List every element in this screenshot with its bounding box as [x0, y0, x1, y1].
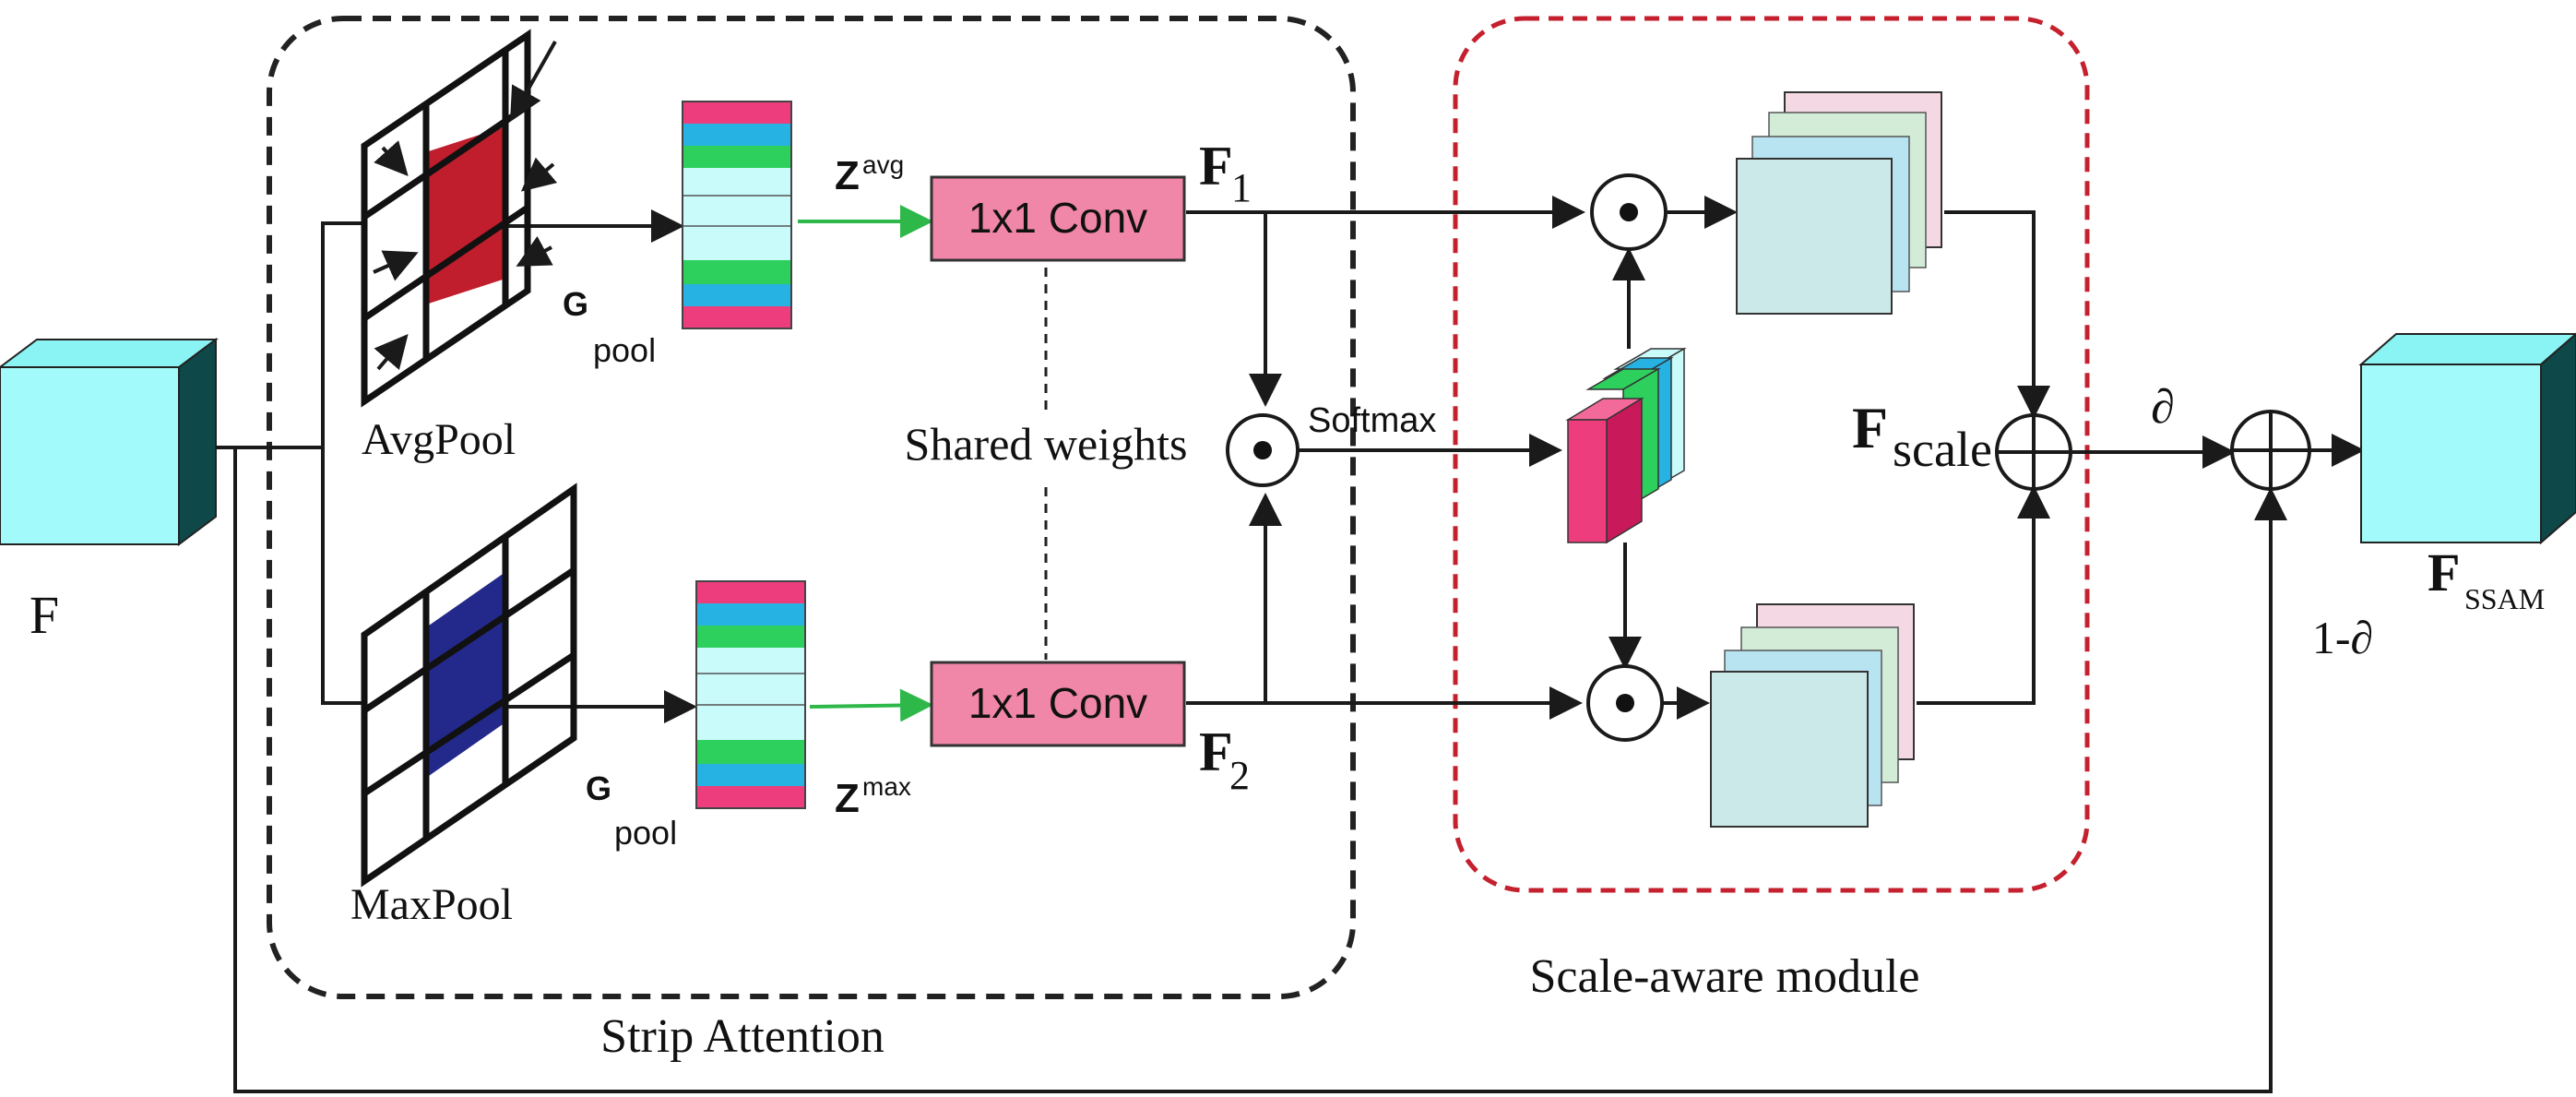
hadamard-product-icon — [1226, 413, 1300, 487]
elementwise-sum-icon — [2230, 410, 2311, 491]
partial-label: ∂ — [2151, 381, 2175, 434]
hadamard-product-icon — [1586, 664, 1664, 742]
scaled-feature-stack-bottom — [1710, 603, 1915, 828]
softmax-label: Softmax — [1308, 401, 1436, 440]
avg-pooled-strip — [682, 101, 792, 329]
scaled-feature-stack-top — [1736, 91, 1942, 315]
z-max-sup: max — [862, 772, 911, 801]
z-avg-sup: avg — [862, 150, 904, 179]
shared-weights-label: Shared weights — [905, 418, 1188, 470]
f1-label: F — [1199, 136, 1233, 197]
input-label: F — [30, 585, 59, 645]
elementwise-sum-icon — [1995, 413, 2072, 491]
strip-attention-label: Strip Attention — [600, 1010, 884, 1063]
max-pooled-strip — [695, 580, 806, 809]
gpool-max-g: G — [586, 769, 611, 807]
maxpool-label: MaxPool — [350, 880, 513, 929]
conv-top-box — [930, 175, 1186, 262]
hadamard-product-icon — [1590, 173, 1668, 251]
z-max-label: Z — [835, 776, 860, 821]
scale-aware-label: Scale-aware module — [1529, 950, 1919, 1003]
fssam-label: F — [2428, 543, 2460, 602]
arrow-zmax-to-conv — [809, 688, 933, 722]
fscale-sub: scale — [1893, 422, 1992, 477]
conv-top-label: 1x1 Conv — [968, 194, 1147, 242]
one-minus-partial-label: 1-∂ — [2312, 612, 2373, 663]
avgpool-label: AvgPool — [362, 415, 516, 464]
scale-aware-region — [1453, 16, 2090, 893]
maxpool-grid — [361, 483, 577, 888]
attention-weight-cube — [1565, 347, 1687, 544]
gpool-max-sub: pool — [614, 814, 677, 852]
connection-lines — [216, 196, 2365, 1093]
strip-attention-region — [267, 16, 1356, 999]
z-avg-label: Z — [835, 153, 860, 198]
output-feature-cube — [2358, 332, 2576, 545]
conv-bottom-box — [930, 661, 1186, 747]
input-feature-cube — [0, 338, 219, 546]
conv-bottom-label: 1x1 Conv — [968, 679, 1147, 727]
gpool-avg-sub: pool — [593, 331, 656, 369]
f1-sub: 1 — [1231, 165, 1252, 210]
fscale-label: F — [1852, 395, 1888, 460]
gpool-avg-g: G — [563, 285, 588, 323]
avgpool-grid — [361, 29, 558, 408]
f2-label: F — [1199, 721, 1233, 782]
fssam-sub: SSAM — [2464, 582, 2545, 615]
f2-sub: 2 — [1229, 753, 1250, 798]
